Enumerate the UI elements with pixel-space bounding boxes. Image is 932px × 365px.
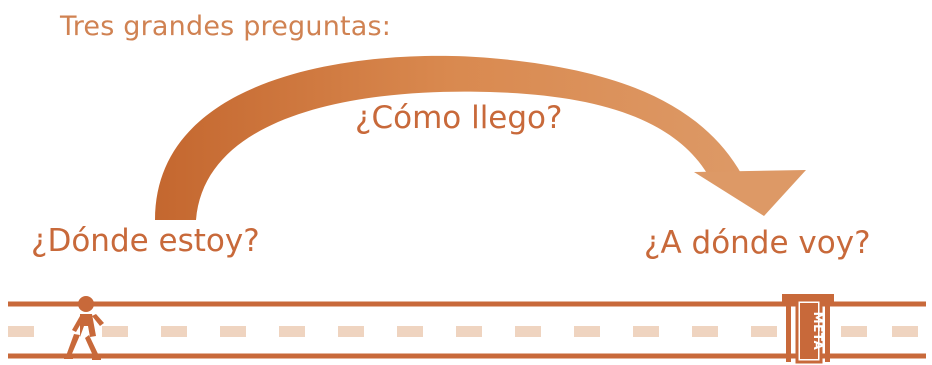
- curved-arrow: [155, 55, 806, 220]
- road: [8, 301, 926, 359]
- curved-arrow-head: [694, 170, 806, 216]
- finish-sign-label: META: [811, 312, 825, 351]
- curved-arrow-body: [155, 55, 742, 220]
- question-where-am-i-going: ¿A dónde voy?: [644, 225, 871, 261]
- person-walking-icon: [64, 296, 104, 360]
- question-how-to-get-there: ¿Cómo llego?: [355, 100, 563, 136]
- finish-gate-icon: META: [782, 294, 834, 364]
- question-where-am-i: ¿Dónde estoy?: [31, 223, 260, 259]
- diagram-title: Tres grandes preguntas:: [60, 11, 392, 42]
- road-center-dashes: [8, 326, 918, 337]
